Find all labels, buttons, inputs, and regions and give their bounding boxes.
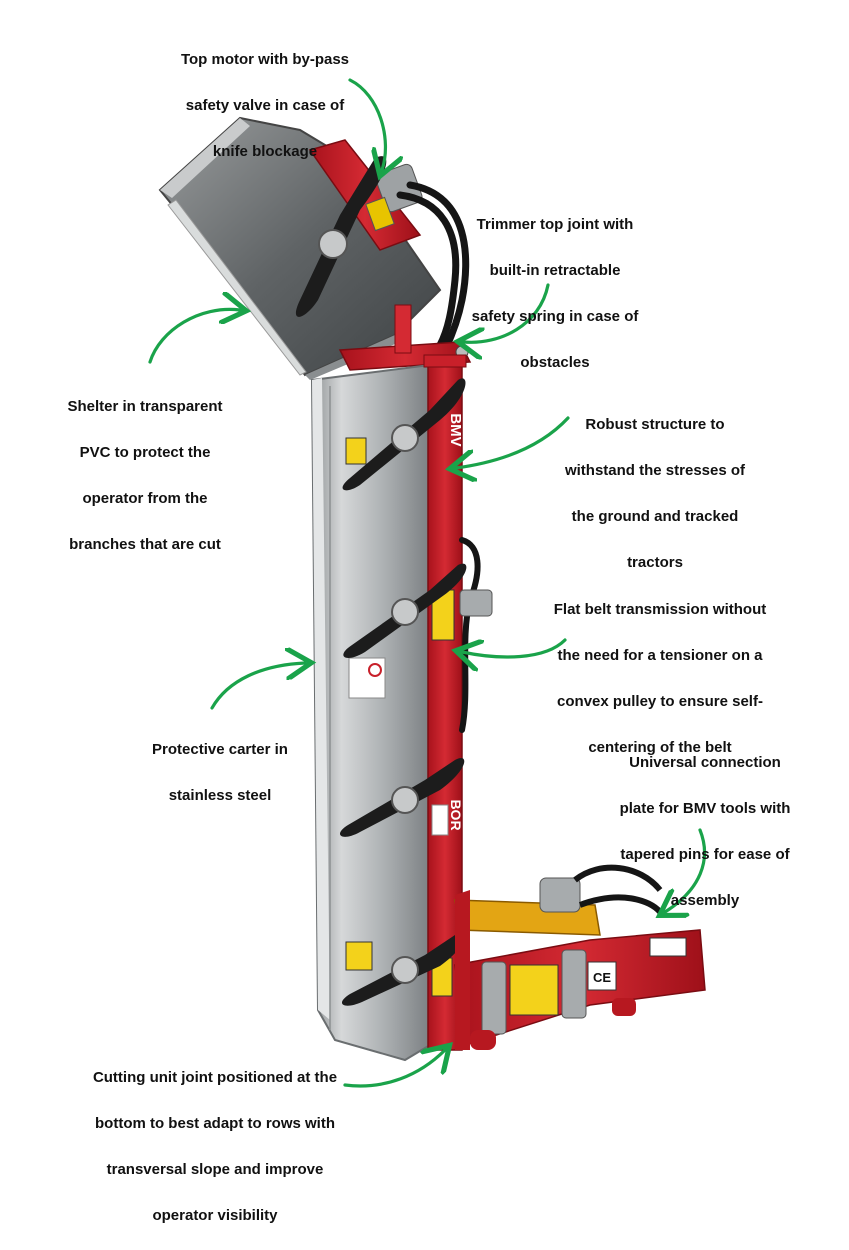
callout-line: tractors	[627, 554, 683, 571]
callout-robust: Robust structure to withstand the stress…	[530, 390, 780, 597]
callout-line: assembly	[670, 892, 740, 909]
arrow-top-joint	[464, 283, 550, 342]
callout-line: Top motor with by-pass	[180, 51, 350, 68]
callout-line: centering of the belt	[588, 739, 732, 756]
callout-line: PVC to protect the	[79, 444, 211, 461]
callout-line: operator visibility	[152, 1207, 278, 1224]
callout-line: transversal slope and improve	[106, 1161, 324, 1178]
callout-line: Cutting unit joint positioned at the	[92, 1069, 338, 1086]
callout-line: safety spring in case of	[471, 308, 639, 325]
arrow-belt	[462, 640, 567, 657]
callout-line: stainless steel	[168, 787, 272, 804]
arrow-shelter	[148, 309, 240, 364]
callout-line: operator from the	[82, 490, 208, 507]
cutting-knives	[339, 378, 467, 1006]
callout-line: branches that are cut	[69, 536, 221, 553]
callout-line: bottom to best adapt to rows with	[95, 1115, 335, 1132]
callout-line: plate for BMV tools with	[619, 800, 791, 817]
callout-line: Universal connection	[629, 754, 781, 771]
callout-arrows	[148, 78, 707, 1088]
callout-line: knife blockage	[212, 143, 318, 160]
callout-line: Protective carter in	[152, 741, 288, 758]
brand-label-mid: BOR	[448, 799, 464, 830]
callout-line: safety valve in case of	[185, 97, 345, 114]
callout-line: the need for a tensioner on a	[557, 647, 763, 664]
callout-line: tapered pins for ease of	[620, 846, 790, 863]
callout-line: Robust structure to	[585, 416, 725, 433]
universal-connection-plate: CE	[454, 890, 706, 1050]
arrow-bottom-joint	[343, 1050, 445, 1088]
brand-label-top: BMV	[447, 413, 464, 446]
arrow-plate	[665, 828, 707, 912]
arrow-robust	[456, 416, 570, 468]
callout-shelter: Shelter in transparent PVC to protect th…	[30, 372, 260, 579]
callout-belt: Flat belt transmission without the need …	[525, 575, 795, 782]
callout-carter: Protective carter in stainless steel	[110, 715, 330, 830]
callout-line: convex pulley to ensure self-	[557, 693, 763, 710]
belt-transmission-block	[459, 589, 493, 617]
arrow-top-motor	[348, 78, 385, 170]
callout-bottom-joint: Cutting unit joint positioned at the bot…	[65, 1043, 365, 1250]
callout-line: Flat belt transmission without	[553, 601, 767, 618]
callout-line: obstacles	[520, 354, 590, 371]
callout-plate: Universal connection plate for BMV tools…	[590, 728, 820, 935]
callout-line: withstand the stresses of	[564, 462, 746, 479]
top-knife	[295, 156, 387, 317]
callout-top-motor: Top motor with by-pass safety valve in c…	[150, 25, 380, 186]
callout-line: Trimmer top joint with	[476, 216, 634, 233]
machine-illustration: BMV BOR CE	[148, 78, 707, 1088]
warning-stickers	[345, 437, 455, 997]
callout-top-joint: Trimmer top joint with built-in retracta…	[440, 190, 670, 397]
ce-mark: CE	[593, 970, 611, 985]
callout-line: built-in retractable	[489, 262, 621, 279]
callout-line: the ground and tracked	[571, 508, 739, 525]
arrow-carter	[210, 663, 305, 710]
callout-line: Shelter in transparent	[67, 398, 223, 415]
